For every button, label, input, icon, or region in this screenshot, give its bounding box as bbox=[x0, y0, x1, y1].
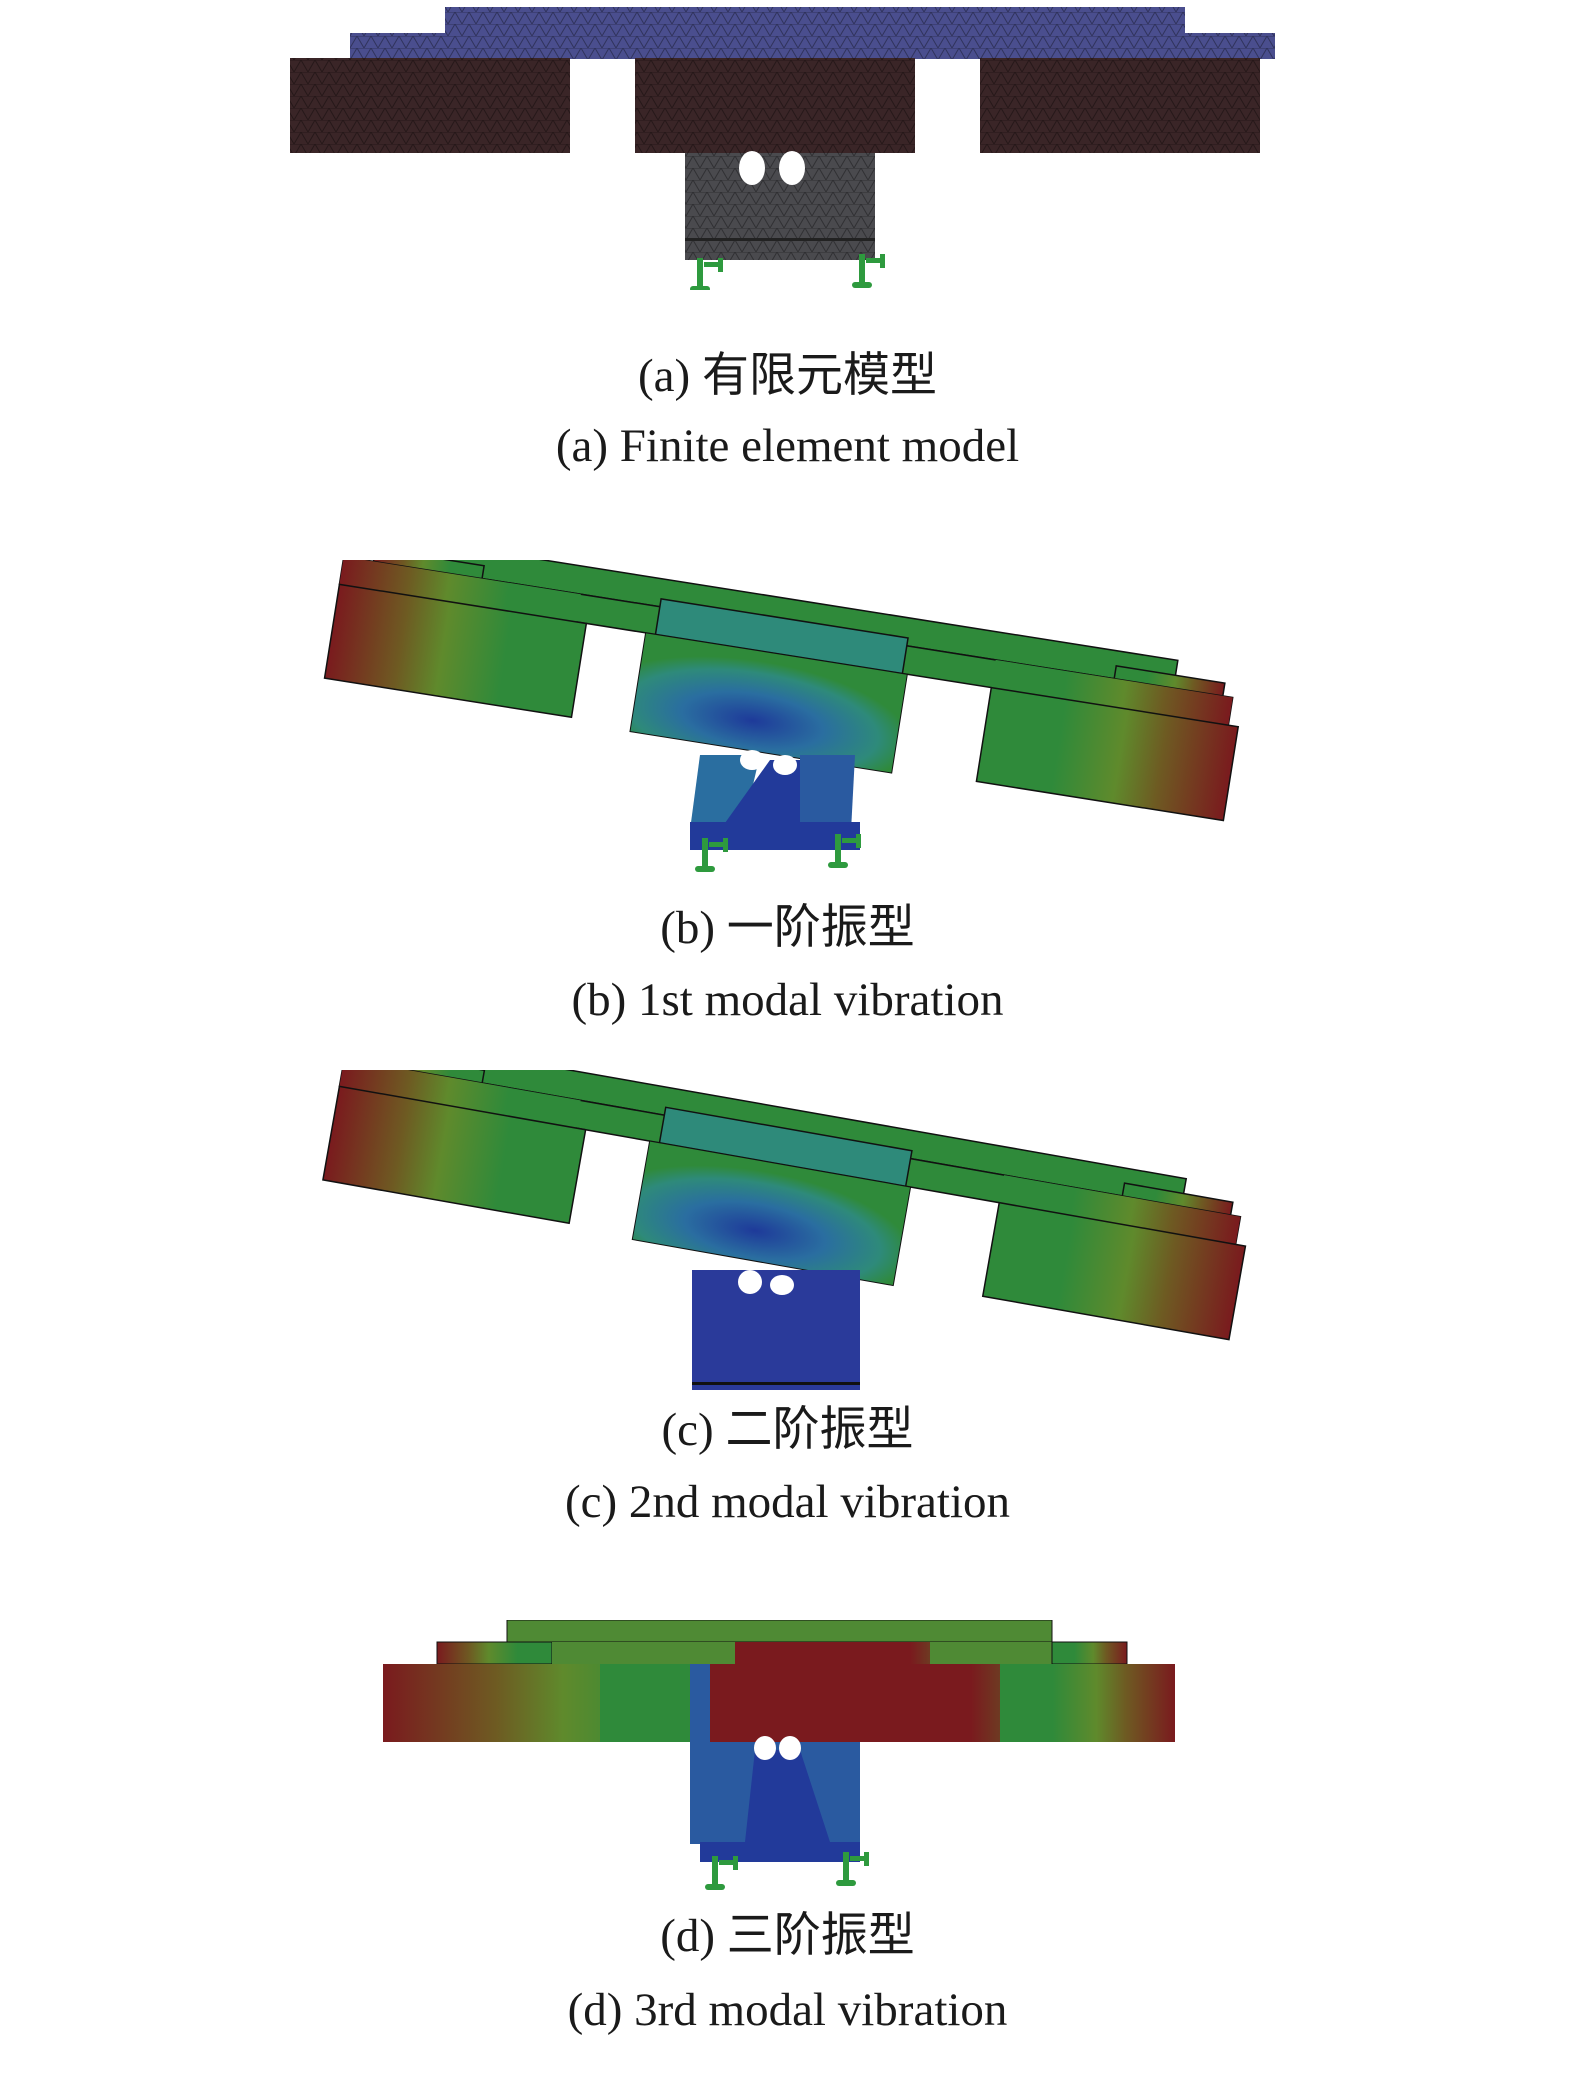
panel-d-third-mode: (d) 三阶振型 (d) 3rd modal vibration bbox=[0, 1620, 1575, 2099]
caption-b-english: (b) 1st modal vibration bbox=[571, 974, 1004, 1026]
third-mode-contour-image bbox=[383, 1620, 1175, 1890]
caption-a-chinese: (a) 有限元模型 bbox=[638, 350, 937, 402]
first-mode-contour-image bbox=[323, 560, 1240, 872]
finite-element-mesh-image bbox=[290, 7, 1275, 290]
caption-b-chinese: (b) 一阶振型 bbox=[660, 902, 915, 954]
panel-a-finite-element-model: (a) 有限元模型 (a) Finite element model bbox=[0, 0, 1575, 480]
second-mode-contour-image bbox=[322, 1070, 1247, 1390]
caption-d-chinese: (d) 三阶振型 bbox=[660, 1910, 915, 1962]
caption-c-chinese: (c) 二阶振型 bbox=[661, 1404, 914, 1456]
panel-b-first-mode: (b) 一阶振型 (b) 1st modal vibration bbox=[0, 560, 1575, 1060]
caption-d-english: (d) 3rd modal vibration bbox=[567, 1984, 1008, 2036]
panel-c-second-mode: (c) 二阶振型 (c) 2nd modal vibration bbox=[0, 1070, 1575, 1550]
caption-c-english: (c) 2nd modal vibration bbox=[564, 1476, 1011, 1528]
caption-a-english: (a) Finite element model bbox=[555, 420, 1020, 472]
